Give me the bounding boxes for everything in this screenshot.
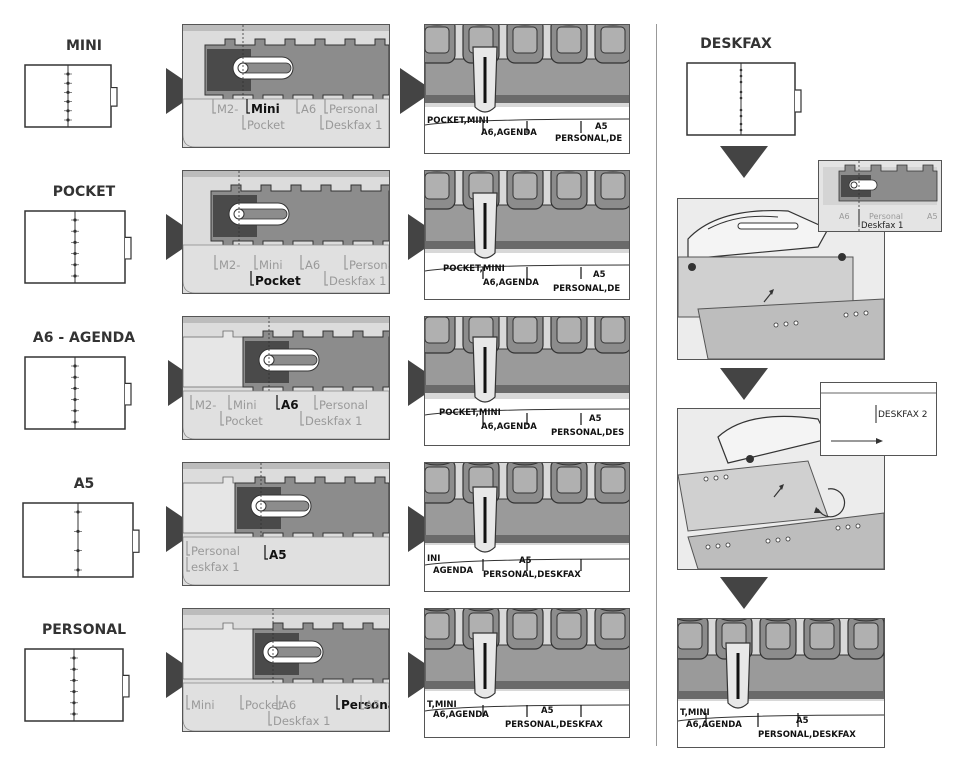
scale-label: A5 bbox=[796, 716, 809, 726]
guide-label: Mini bbox=[259, 258, 283, 272]
scale-label: POCKET,MINI bbox=[439, 408, 501, 418]
scale-label: A6,AGENDA bbox=[481, 422, 537, 432]
scale-label: T,MINI bbox=[427, 700, 457, 710]
down-arrow-icon bbox=[720, 146, 768, 178]
guide-label: A5 bbox=[269, 548, 287, 562]
inset1-label-a6: A6 bbox=[839, 212, 850, 221]
guide-label: Pocket bbox=[255, 274, 301, 288]
scale-label: INI bbox=[427, 554, 440, 564]
deskfax-step2-panel bbox=[677, 408, 885, 570]
guide-label: Deskfax 1 bbox=[305, 414, 362, 428]
scale-label: AGENDA bbox=[433, 566, 474, 576]
guide-label: Pocket bbox=[245, 698, 283, 712]
inset1-label-a5: A5 bbox=[927, 212, 938, 221]
guide-label: Personal bbox=[319, 398, 368, 412]
scale-label: A5 bbox=[519, 556, 532, 566]
guide-label: A6 bbox=[301, 102, 316, 116]
scale-label: PERSONAL,DE bbox=[553, 284, 620, 294]
guide-label: Deskfax 1 bbox=[329, 274, 386, 288]
scale-label: PERSONAL,DESKFAX bbox=[483, 570, 581, 580]
scale-label: A6,AGENDA bbox=[481, 128, 537, 138]
down-arrow-icon bbox=[720, 577, 768, 609]
guide-label: Deskfax 1 bbox=[325, 118, 382, 132]
deskfax-title: DESKFAX bbox=[700, 36, 772, 52]
deskfax-binder-icon bbox=[686, 62, 802, 136]
scale-label: A5 bbox=[595, 122, 608, 132]
scale-label: A5 bbox=[589, 414, 602, 424]
guide-label: A5 bbox=[365, 698, 380, 712]
inset1-label-deskfax1: Deskfax 1 bbox=[861, 221, 903, 231]
guide-label: M2- bbox=[217, 102, 238, 116]
binder-icon-personal bbox=[24, 648, 130, 722]
deskfax-inset1: A6 Personal A5 Deskfax 1 bbox=[818, 160, 942, 232]
scale-label: PERSONAL,DES bbox=[551, 428, 624, 438]
guide-label: eskfax 1 bbox=[191, 560, 240, 574]
guide-label: Deskfax 1 bbox=[273, 714, 330, 728]
inset1-label-personal: Personal bbox=[869, 212, 903, 221]
scale-label: A6,AGENDA bbox=[433, 710, 489, 720]
inset2-label-deskfax2: DESKFAX 2 bbox=[878, 410, 928, 420]
guide-label: Personal bbox=[341, 698, 389, 712]
scale-label: PERSONAL,DESKFAX bbox=[505, 720, 603, 730]
guide-label: A6 bbox=[281, 398, 299, 412]
guide-setting-panel-4: Personal eskfax 1 A5 bbox=[182, 462, 390, 586]
scale-label: A5 bbox=[593, 270, 606, 280]
binder-icon-a6-agenda bbox=[24, 356, 132, 430]
row-title-3: A6 - AGENDA bbox=[32, 330, 136, 346]
guide-label: Mini bbox=[191, 698, 215, 712]
guide-label: Pocket bbox=[225, 414, 263, 428]
guide-label: Personal bbox=[329, 102, 378, 116]
guide-label: M2- bbox=[195, 398, 216, 412]
guide-label: Pocket bbox=[247, 118, 285, 132]
guide-label: Mini bbox=[233, 398, 257, 412]
scale-label: T,MINI bbox=[680, 708, 710, 718]
row-title-4: A5 bbox=[73, 476, 95, 492]
down-arrow-icon bbox=[720, 368, 768, 400]
scale-label: A6,AGENDA bbox=[686, 720, 742, 730]
binder-icon-mini bbox=[24, 64, 118, 128]
binder-icon-pocket bbox=[24, 210, 132, 284]
guide-label: Personal bbox=[191, 544, 240, 558]
row-title-2: POCKET bbox=[52, 184, 116, 200]
row-title-1: MINI bbox=[65, 38, 103, 54]
guide-label: M2- bbox=[219, 258, 240, 272]
guide-label: A6 bbox=[305, 258, 320, 272]
scale-label: PERSONAL,DESKFAX bbox=[758, 730, 856, 740]
binder-icon-a5 bbox=[22, 502, 140, 578]
scale-label: POCKET,MINI bbox=[427, 116, 489, 126]
right-arrow-icon bbox=[400, 68, 434, 114]
column-divider bbox=[656, 24, 657, 746]
deskfax-inset2: DESKFAX 2 bbox=[820, 382, 937, 456]
row-title-5: PERSONAL bbox=[41, 622, 127, 638]
guide-label: Persona bbox=[349, 258, 389, 272]
scale-label: A6,AGENDA bbox=[483, 278, 539, 288]
scale-label: A5 bbox=[541, 706, 554, 716]
scale-label: PERSONAL,DE bbox=[555, 134, 622, 144]
guide-label: A6 bbox=[281, 698, 296, 712]
guide-label: Mini bbox=[251, 102, 280, 116]
scale-label: POCKET,MINI bbox=[443, 264, 505, 274]
